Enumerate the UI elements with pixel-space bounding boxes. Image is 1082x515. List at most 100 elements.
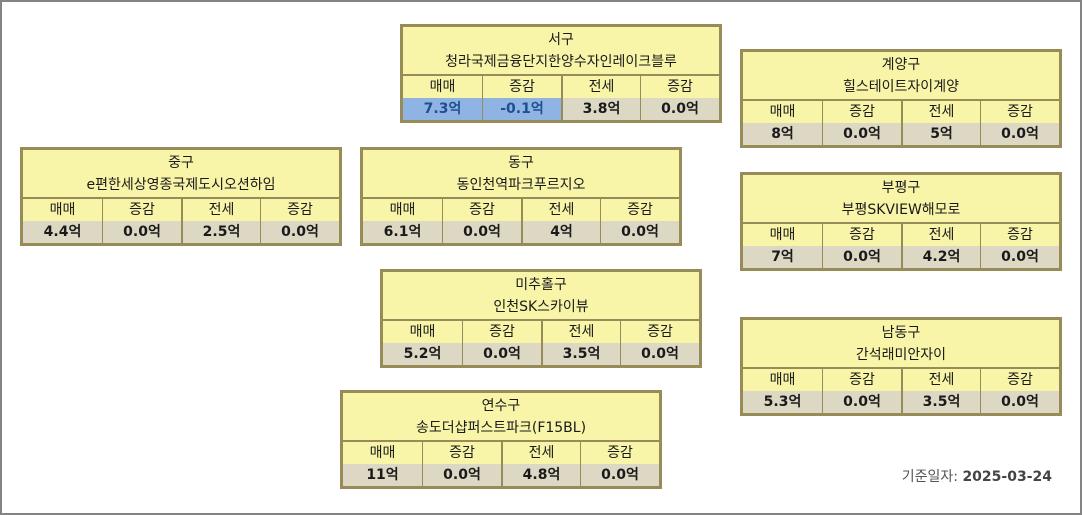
jeonse-label: 전세 [501,442,580,464]
apartment-name: 인천SK스카이뷰 [493,299,589,315]
district-name: 중구 [168,155,194,171]
sale-change-label: 증감 [422,442,501,464]
jeonse-change-label: 증감 [980,101,1059,123]
district-name: 서구 [548,32,574,48]
sale-price: 8억 [743,123,822,145]
sale-change: 0.0억 [422,464,501,486]
card-header: 동구 동인천역파크푸르지오 [363,150,679,199]
jeonse-price: 4.8억 [501,464,580,486]
sale-change-label: 증감 [102,199,181,221]
district-name: 동구 [508,155,534,171]
sale-label: 매매 [403,76,482,98]
sale-label: 매매 [743,101,822,123]
jeonse-label: 전세 [181,199,260,221]
jeonse-change: 0.0억 [260,221,339,243]
district-name: 연수구 [481,398,521,414]
jeonse-change: 0.0억 [980,123,1059,145]
jeonse-price: 5억 [901,123,980,145]
jeonse-change: 0.0억 [980,246,1059,268]
jeonse-change: 0.0억 [640,98,719,120]
jeonse-change: 0.0억 [600,221,679,243]
sale-change: -0.1억 [482,98,561,120]
price-table: 매매 증감 전세 증감 7.3억 -0.1억 3.8억 0.0억 [403,76,719,120]
jeonse-change-label: 증감 [580,442,659,464]
apartment-name: 부평SKVIEW해모로 [841,202,961,218]
district-card-yeonsu-gu: 연수구 송도더샵퍼스트파크(F15BL) 매매 증감 전세 증감 11억 0.0… [340,390,662,489]
jeonse-label: 전세 [901,101,980,123]
card-header: 중구 e편한세상영종국제도시오션하임 [23,150,339,199]
sale-label: 매매 [383,321,462,343]
sale-change-label: 증감 [482,76,561,98]
district-name: 부평구 [881,180,921,196]
jeonse-price: 2.5억 [181,221,260,243]
sale-price: 5.2억 [383,343,462,365]
sale-label: 매매 [23,199,102,221]
base-date-value: 2025-03-24 [962,469,1052,485]
jeonse-change: 0.0억 [980,391,1059,413]
sale-change-label: 증감 [822,101,901,123]
sale-change: 0.0억 [822,391,901,413]
jeonse-change-label: 증감 [640,76,719,98]
jeonse-price: 3.8억 [561,98,640,120]
price-table: 매매 증감 전세 증감 5.2억 0.0억 3.5억 0.0억 [383,321,699,365]
price-table: 매매 증감 전세 증감 5.3억 0.0억 3.5억 0.0억 [743,369,1059,413]
sale-price: 11억 [343,464,422,486]
jeonse-change-label: 증감 [600,199,679,221]
card-header: 연수구 송도더샵퍼스트파크(F15BL) [343,393,659,442]
card-header: 부평구 부평SKVIEW해모로 [743,175,1059,224]
jeonse-label: 전세 [541,321,620,343]
sale-change: 0.0억 [462,343,541,365]
district-card-gyeyang-gu: 계양구 힐스테이트자이계양 매매 증감 전세 증감 8억 0.0억 5억 0.0… [740,49,1062,148]
sale-change-label: 증감 [822,224,901,246]
district-card-michuhol-gu: 미추홀구 인천SK스카이뷰 매매 증감 전세 증감 5.2억 0.0억 3.5억… [380,269,702,368]
apartment-name: 동인천역파크푸르지오 [456,177,586,193]
price-table: 매매 증감 전세 증감 4.4억 0.0억 2.5억 0.0억 [23,199,339,243]
sale-price: 7억 [743,246,822,268]
jeonse-price: 4.2억 [901,246,980,268]
sale-change: 0.0억 [102,221,181,243]
sale-change-label: 증감 [822,369,901,391]
sale-change-label: 증감 [462,321,541,343]
apartment-name: 힐스테이트자이계양 [843,79,959,95]
sale-label: 매매 [743,224,822,246]
sale-label: 매매 [343,442,422,464]
district-name: 남동구 [881,325,921,341]
card-header: 계양구 힐스테이트자이계양 [743,52,1059,101]
district-card-jung-gu: 중구 e편한세상영종국제도시오션하임 매매 증감 전세 증감 4.4억 0.0억… [20,147,342,246]
apartment-name: e편한세상영종국제도시오션하임 [86,177,276,193]
jeonse-change-label: 증감 [980,369,1059,391]
jeonse-change-label: 증감 [260,199,339,221]
sale-price: 7.3억 [403,98,482,120]
price-table: 매매 증감 전세 증감 11억 0.0억 4.8억 0.0억 [343,442,659,486]
sale-price: 4.4억 [23,221,102,243]
jeonse-price: 3.5억 [901,391,980,413]
sale-change: 0.0억 [822,123,901,145]
card-header: 서구 청라국제금융단지한양수자인레이크블루 [403,27,719,76]
sale-price: 6.1억 [363,221,442,243]
district-card-namdong-gu: 남동구 간석래미안자이 매매 증감 전세 증감 5.3억 0.0억 3.5억 0… [740,317,1062,416]
jeonse-change: 0.0억 [580,464,659,486]
district-card-bupyeong-gu: 부평구 부평SKVIEW해모로 매매 증감 전세 증감 7억 0.0억 4.2억… [740,172,1062,271]
price-table: 매매 증감 전세 증감 7억 0.0억 4.2억 0.0억 [743,224,1059,268]
jeonse-label: 전세 [901,224,980,246]
jeonse-price: 3.5억 [541,343,620,365]
sale-change-label: 증감 [442,199,521,221]
base-date: 기준일자: 2025-03-24 [902,466,1052,486]
sale-price: 5.3억 [743,391,822,413]
apartment-name: 간석래미안자이 [855,347,947,363]
jeonse-label: 전세 [901,369,980,391]
sale-label: 매매 [363,199,442,221]
jeonse-label: 전세 [561,76,640,98]
jeonse-price: 4억 [521,221,600,243]
jeonse-label: 전세 [521,199,600,221]
district-card-seo-gu: 서구 청라국제금융단지한양수자인레이크블루 매매 증감 전세 증감 7.3억 -… [400,24,722,123]
apartment-name: 송도더샵퍼스트파크(F15BL) [415,420,587,436]
sale-label: 매매 [743,369,822,391]
sale-change: 0.0억 [822,246,901,268]
apartment-name: 청라국제금융단지한양수자인레이크블루 [445,54,677,70]
district-name: 계양구 [881,57,921,73]
card-header: 미추홀구 인천SK스카이뷰 [383,272,699,321]
jeonse-change: 0.0억 [620,343,699,365]
price-table: 매매 증감 전세 증감 6.1억 0.0억 4억 0.0억 [363,199,679,243]
card-header: 남동구 간석래미안자이 [743,320,1059,369]
